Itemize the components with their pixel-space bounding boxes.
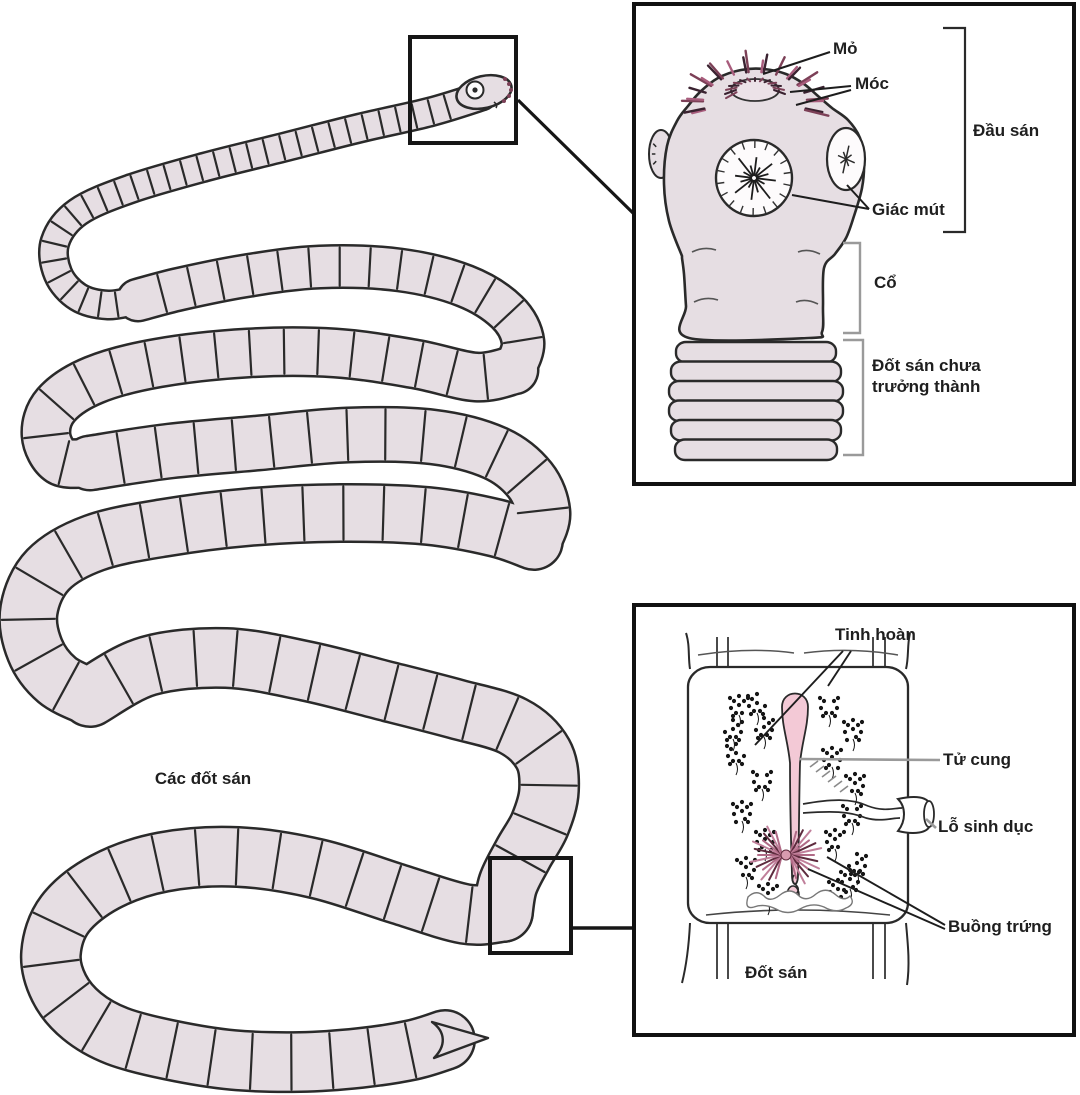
immature-proglottids-label: Đốt sán chưa trưởng thành — [872, 356, 981, 396]
uterus-label: Tử cung — [943, 750, 1012, 769]
proglottid-inset-panel: Tinh hoàn Tử cung Lỗ sinh dục Buồng trứn… — [632, 603, 1076, 1037]
ovary-label: Buồng trứng — [948, 917, 1052, 936]
neck-label: Cổ — [874, 273, 897, 292]
scolex-drawing — [648, 26, 967, 462]
suckers-label: Giác mút — [872, 200, 945, 219]
hooks-label: Móc — [855, 74, 889, 93]
scolex-zoom-outline-box — [408, 35, 518, 145]
rostellum-label: Mỏ — [833, 39, 858, 58]
proglottid-label: Đốt sán — [745, 963, 808, 982]
scolex-head-label: Đầu sán — [973, 121, 1040, 140]
testes-label: Tinh hoàn — [835, 625, 916, 644]
coil-segments-label: Các đốt sán — [154, 769, 252, 788]
proglottid-zoom-outline-box — [488, 856, 573, 955]
proglottid-drawing — [681, 632, 946, 986]
genital-pore-label: Lỗ sinh dục — [938, 817, 1034, 836]
scolex-inset-panel: Mỏ Móc Đầu sán Giác mút Cổ Đốt sán chưa … — [632, 2, 1076, 486]
